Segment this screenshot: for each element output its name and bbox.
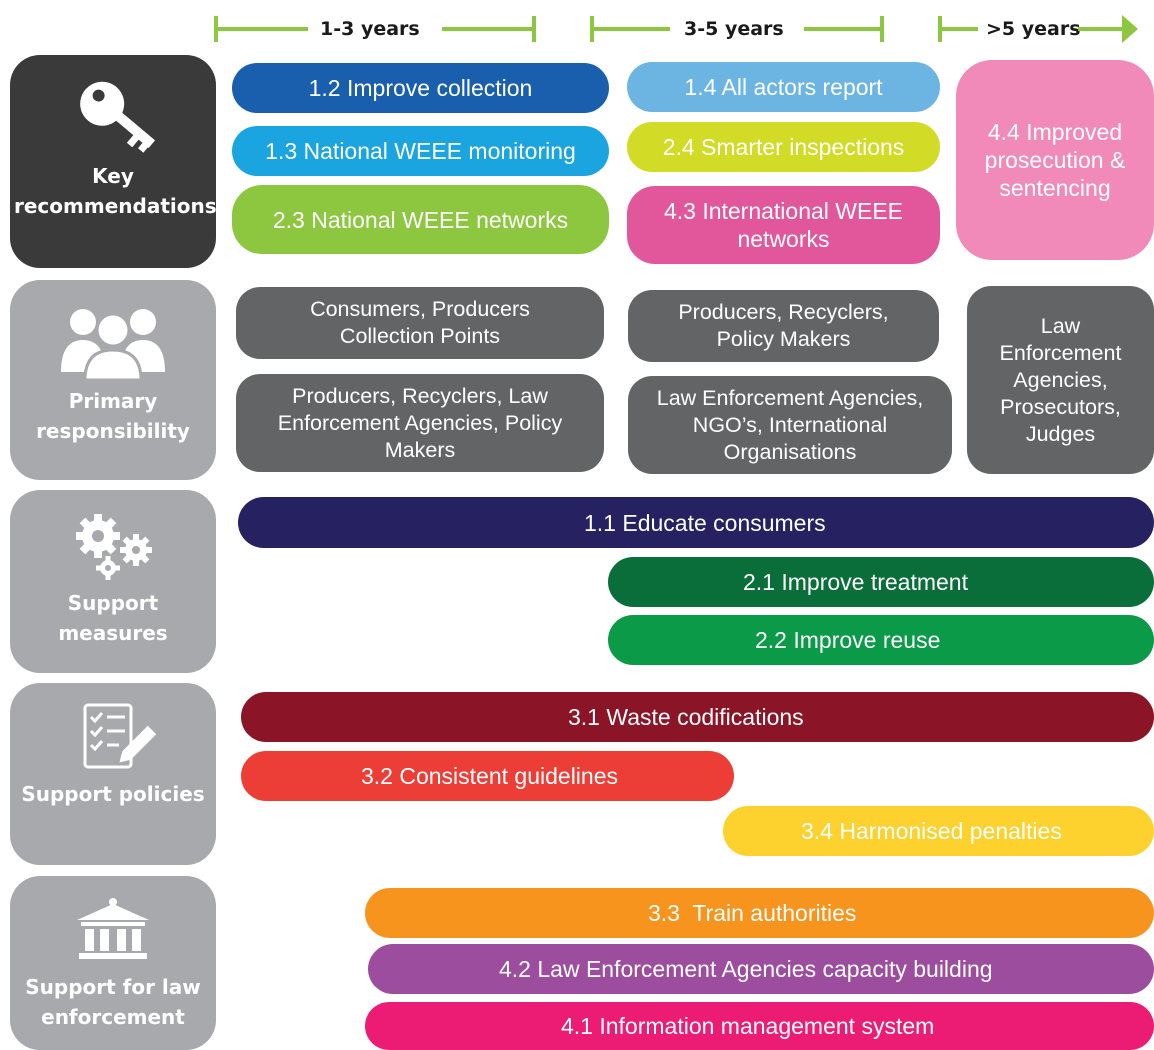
courthouse-icon: [10, 896, 216, 962]
recommendation-2-4: 2.4 Smarter inspections: [627, 122, 940, 172]
measure-2-1: 2.1 Improve treatment: [608, 557, 1154, 607]
category-primary-responsibility: Primary responsibility: [10, 280, 216, 480]
timeline-line: [590, 27, 670, 31]
recommendation-2-3: 2.3 National WEEE networks: [232, 185, 609, 254]
category-key-recommendations: Key recommendations: [10, 55, 217, 268]
category-support-law-enforcement: Support for law enforcement: [10, 876, 216, 1050]
measure-2-2: 2.2 Improve reuse: [608, 615, 1154, 665]
category-support-measures: Support measures: [10, 490, 216, 673]
policy-3-4: 3.4 Harmonised penalties: [723, 806, 1154, 856]
key-icon: [10, 77, 216, 167]
timeline-cap: [532, 16, 536, 42]
category-label: Support for law enforcement: [25, 975, 201, 1029]
timeline-line: [804, 27, 884, 31]
timeline-label-over-5: >5 years: [986, 18, 1081, 40]
timeline-line: [442, 27, 536, 31]
recommendation-1-4: 1.4 All actors report: [627, 62, 940, 112]
responsibility-lea-ngos: Law Enforcement Agencies, NGO’s, Interna…: [628, 376, 952, 474]
timeline-line: [1078, 27, 1126, 31]
policy-3-1: 3.1 Waste codifications: [241, 692, 1154, 742]
responsibility-producers-policy: Producers, Recyclers, Policy Makers: [628, 290, 939, 362]
recommendation-1-2: 1.2 Improve collection: [232, 63, 609, 113]
timeline-line: [938, 27, 978, 31]
checklist-icon: [10, 701, 216, 773]
policy-3-2: 3.2 Consistent guidelines: [241, 751, 734, 801]
timeline-arrow-icon: [1122, 15, 1138, 43]
measure-1-1: 1.1 Educate consumers: [238, 497, 1154, 548]
category-label: Primary responsibility: [36, 389, 190, 443]
category-support-policies: Support policies: [10, 683, 216, 865]
timeline-cap: [880, 16, 884, 42]
law-4-1: 4.1 Information management system: [365, 1002, 1154, 1050]
law-4-2: 4.2 Law Enforcement Agencies capacity bu…: [368, 944, 1154, 994]
recommendation-4-4: 4.4 Improved prosecution & sentencing: [956, 60, 1154, 260]
people-icon: [10, 300, 216, 380]
responsibility-consumers-producers: Consumers, Producers Collection Points: [236, 287, 604, 359]
category-label: Support policies: [21, 782, 205, 806]
gears-icon: [10, 512, 216, 582]
responsibility-lea-prosecutors-judges: Law Enforcement Agencies, Prosecutors, J…: [967, 286, 1154, 474]
category-label: Support measures: [58, 591, 168, 645]
responsibility-producers-recyclers-lea: Producers, Recyclers, Law Enforcement Ag…: [236, 374, 604, 472]
recommendation-1-3: 1.3 National WEEE monitoring: [232, 126, 609, 176]
timeline-label-3-5: 3-5 years: [684, 18, 784, 40]
law-3-3: 3.3 Train authorities: [365, 888, 1154, 938]
category-label: Key recommendations: [14, 164, 217, 218]
recommendation-4-3: 4.3 International WEEE networks: [627, 186, 940, 264]
timeline-line: [214, 27, 308, 31]
timeline-label-1-3: 1-3 years: [320, 18, 420, 40]
